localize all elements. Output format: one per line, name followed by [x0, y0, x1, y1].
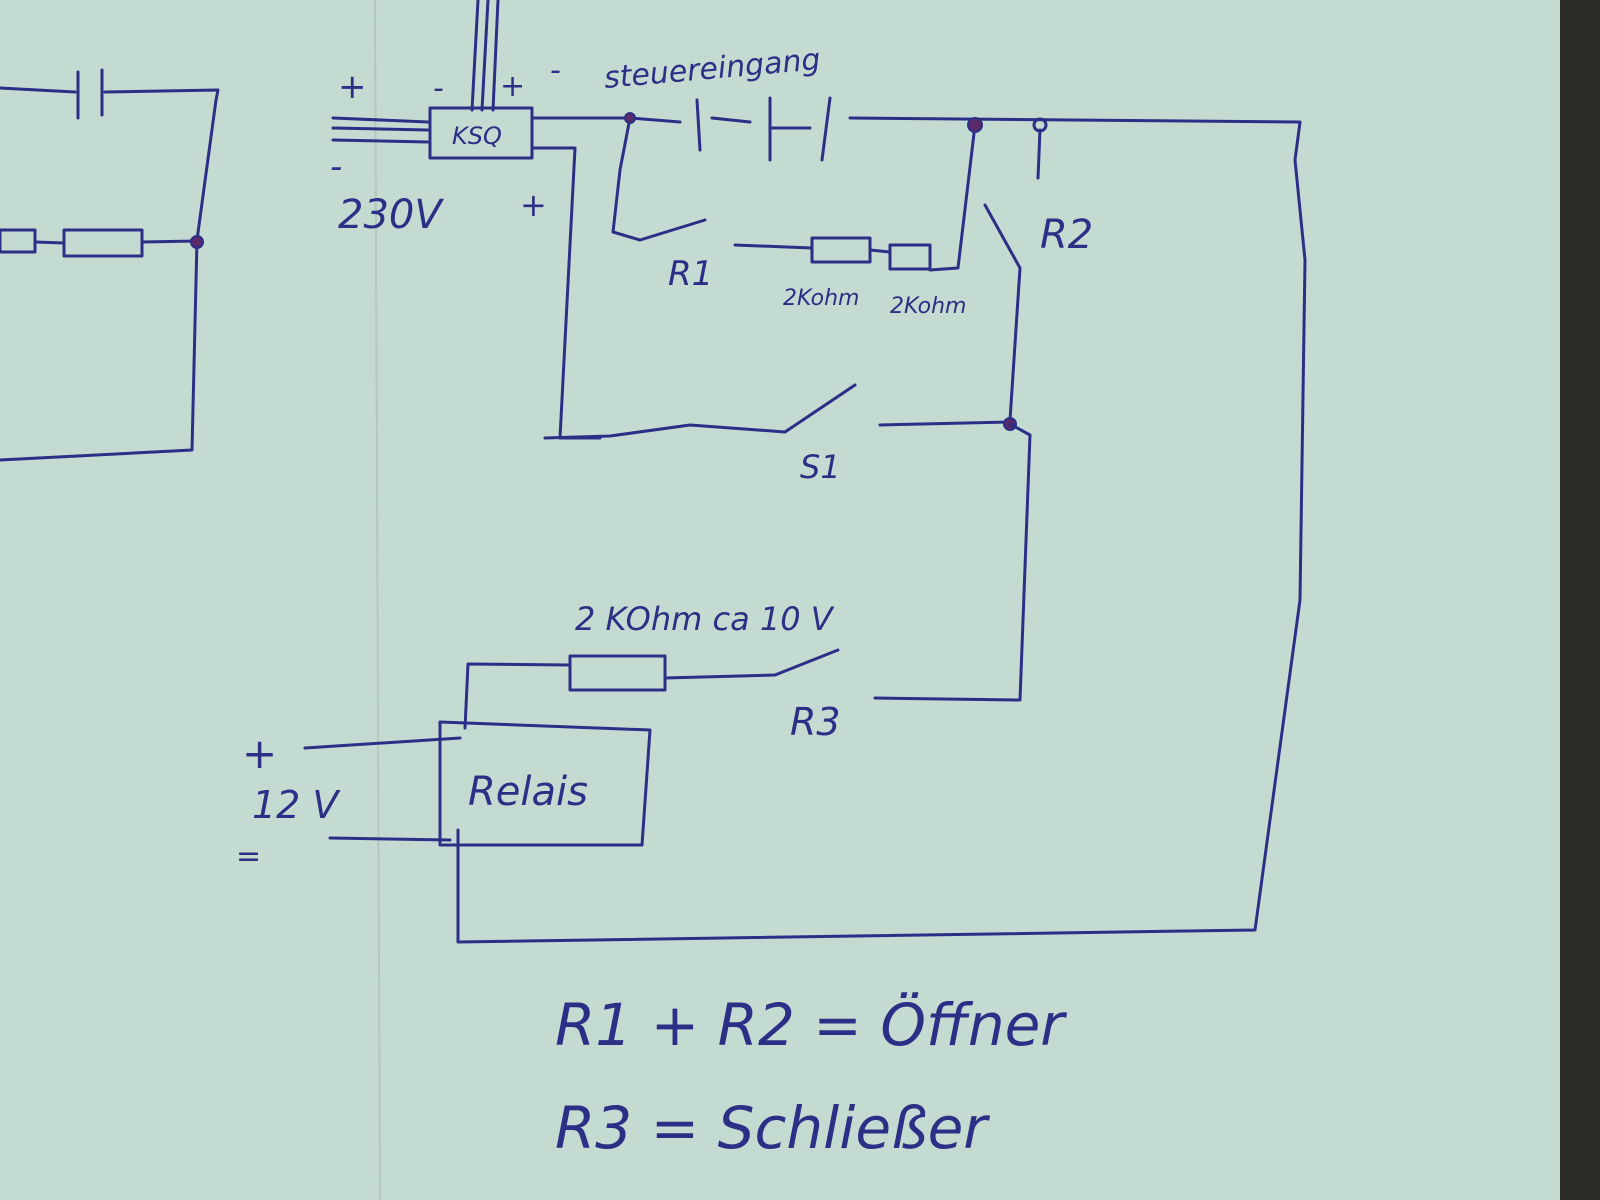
label-minus-12v: =	[236, 839, 261, 874]
equation-r1-r2-oeffner: R1 + R2 = Öffner	[555, 991, 1067, 1059]
left-partial-circuit	[0, 68, 220, 462]
label-2kohm-a: 2Kohm	[783, 286, 859, 311]
relay-circuit	[303, 422, 1032, 847]
label-minus-top: -	[433, 71, 444, 106]
right-loop-wire	[456, 120, 1307, 944]
paper-fold	[374, 0, 381, 1200]
label-12v: 12 V	[252, 783, 341, 827]
label-relais: Relais	[468, 769, 588, 815]
resistor-2kohm-relay	[568, 654, 667, 692]
label-plus-ksq: +	[520, 186, 547, 224]
label-r1: R1	[668, 254, 713, 294]
label-plus-left: +	[338, 67, 367, 107]
steuereingang-cells	[628, 96, 1302, 162]
label-minus-ctrl: -	[550, 53, 561, 88]
label-2kohm-ca-10v: 2 KOhm ca 10 V	[575, 600, 835, 638]
label-plus-top: +	[500, 69, 525, 104]
r1-branch	[611, 112, 983, 272]
junction-r1-top	[624, 112, 636, 124]
label-minus-left: -	[330, 147, 342, 187]
label-r2: R2	[1040, 212, 1093, 258]
label-ksq: KSQ	[452, 122, 502, 150]
label-2kohm-b: 2Kohm	[890, 294, 966, 319]
label-230v: 230V	[338, 192, 444, 238]
resistor-2kohm-b	[888, 243, 932, 271]
label-r3: R3	[790, 700, 841, 744]
r2-branch	[983, 117, 1048, 422]
equation-r3-schliesser: R3 = Schließer	[555, 1094, 990, 1162]
label-s1: S1	[800, 448, 841, 486]
junction-top-right	[967, 117, 983, 133]
left-junction	[190, 235, 204, 249]
label-plus-12v: +	[242, 729, 277, 778]
